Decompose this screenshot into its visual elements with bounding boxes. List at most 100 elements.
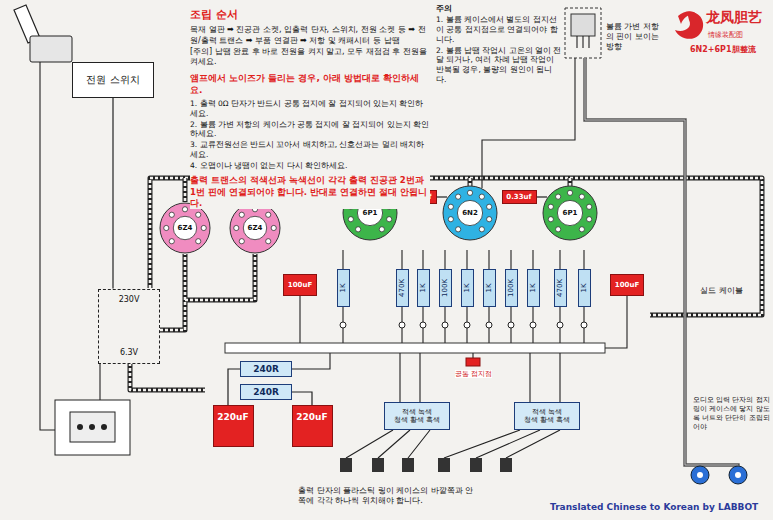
note-text: [주의] 납땜 완료 후 바로 전원을 켜지 말고, 모두 재점검 후 전원을 … [190, 47, 430, 68]
component-label: 1K [463, 283, 471, 292]
component-label: 적색 녹색 [402, 408, 432, 416]
tube-socket: 6P1 [542, 185, 598, 241]
tube-pin [448, 217, 453, 222]
resistor-symbol: 240R [240, 361, 292, 377]
resistor-lead [343, 250, 584, 322]
tube-pin [579, 194, 584, 199]
tube-pin [387, 217, 392, 222]
note-text: 2. 볼륨 납땜 작업시 고온의 열이 전달 되거나, 여러 차례 납땜 작업이… [436, 46, 562, 85]
socket-pin [77, 424, 83, 430]
resistor-symbol: 470K [396, 269, 409, 307]
component-label: 100uF [288, 281, 312, 289]
tube-pin [548, 204, 553, 209]
tube-pin [234, 225, 239, 230]
switch-body [30, 36, 72, 62]
filter-capacitor: 220uF [213, 405, 254, 447]
mains-wire [40, 62, 55, 430]
tube-pin [467, 190, 472, 195]
capacitor: 100uF [283, 274, 317, 296]
tube-pin [456, 194, 461, 199]
tube-pin [266, 239, 271, 244]
tube-pin [587, 204, 592, 209]
output-wire [346, 430, 560, 458]
terminal-dot [340, 322, 346, 328]
resistor-symbol: 1K [461, 269, 474, 307]
annotation: 볼륨 가변 저항의 핀이 보이는 방향 [606, 22, 664, 51]
component-label: 220uF [217, 412, 248, 422]
output-transformer: 적색 녹색청색 황색 흑색 [384, 402, 450, 430]
component-label: 100uF [615, 281, 639, 289]
output-terminals [340, 458, 512, 472]
terminal-dot [420, 322, 426, 328]
component-label: 230V [119, 295, 140, 304]
note-text: 주의 [436, 4, 562, 14]
component-label: 청색 황색 흑색 [394, 416, 440, 424]
tube-pin [556, 194, 561, 199]
tube-pin [169, 212, 174, 217]
annotation: 오디오 입력 단자의 접지링이 케이스에 닿지 않도록 너트와 단단히 조립되어… [693, 396, 771, 432]
pot-pin [577, 36, 589, 48]
terminal-dot [442, 322, 448, 328]
twisted-wire [130, 363, 205, 390]
annotation: Translated Chinese to Korean by LABBOT [550, 502, 758, 514]
power-transformer: 230V 6.3V [98, 289, 160, 364]
resistor-symbol: 1K [527, 269, 540, 307]
terminal-dot [486, 322, 492, 328]
tube-socket-ring [160, 203, 210, 253]
component-label: 적색 녹색 [532, 408, 562, 416]
component-label: 6P1 [563, 209, 578, 217]
note-text: 1. 볼륨 케이스에서 별도의 접지선이 공통 접지점으로 연결되어야 합니다. [436, 15, 562, 44]
output-terminal [500, 458, 512, 472]
resistor-symbol: 100K [505, 269, 518, 307]
component-label: 전원 스위치 [86, 74, 139, 86]
wire-connector [112, 98, 113, 289]
tube-pin [356, 227, 361, 232]
filter-capacitor: 220uF [292, 405, 333, 447]
terminal-dot [399, 322, 405, 328]
tube-pin [487, 204, 492, 209]
tube-pin [196, 239, 201, 244]
note-text: 앰프에서 노이즈가 들리는 경우, 아래 방법대로 확인하세요. [190, 73, 430, 96]
tube-pin [487, 217, 492, 222]
resistor-symbol: 1K [337, 269, 350, 307]
terminal-dot [508, 322, 514, 328]
component-label: 6.3V [120, 348, 138, 357]
tube-pin [548, 217, 553, 222]
annotation: 情缘装配图 [708, 31, 743, 40]
socket-pin [89, 424, 95, 430]
note-text: 2. 볼륨 가변 저항의 케이스가 공통 접지에 잘 접지되어 있는지 확인하세… [190, 120, 430, 140]
output-terminal [402, 458, 414, 472]
note-text: 3. 교류전원선은 반드시 꼬아서 배치하고, 신호선과는 멀리 배치하세요. [190, 140, 430, 160]
annotation: 공통 접지점 [455, 370, 492, 378]
input-jack [691, 466, 709, 484]
wire-connector [292, 392, 312, 405]
resistor-symbol: 1K [578, 269, 591, 307]
output-terminal [470, 458, 482, 472]
output-terminal [340, 458, 352, 472]
output-terminal [372, 458, 384, 472]
tube-socket-ring [443, 186, 497, 240]
terminal-dot [581, 322, 587, 328]
volume-pot [571, 14, 595, 36]
note-text: 4. 오맵이나 냉땜이 없는지 다시 확인하세요. [190, 161, 430, 171]
input-jack [729, 466, 747, 484]
twisted-rectifier-wire [160, 254, 255, 330]
terminal-dot [530, 322, 536, 328]
resistor-symbol: 240R [240, 384, 292, 400]
tube-pin [579, 227, 584, 232]
tube-socket-center [557, 200, 582, 225]
wire-connector [228, 369, 240, 405]
tube-pin [456, 227, 461, 232]
terminal-lead [343, 328, 584, 343]
tube-socket-center [457, 200, 482, 225]
twisted-rectifier-wire [160, 254, 255, 330]
tube-pin [182, 207, 187, 212]
output-terminal [438, 458, 450, 472]
component-label: 470K [556, 279, 564, 297]
tube-pin [266, 212, 271, 217]
component-label: 100K [507, 279, 515, 297]
capacitor: 100uF [610, 274, 644, 296]
component-label: 1K [529, 283, 537, 292]
wire-connector [537, 196, 548, 197]
